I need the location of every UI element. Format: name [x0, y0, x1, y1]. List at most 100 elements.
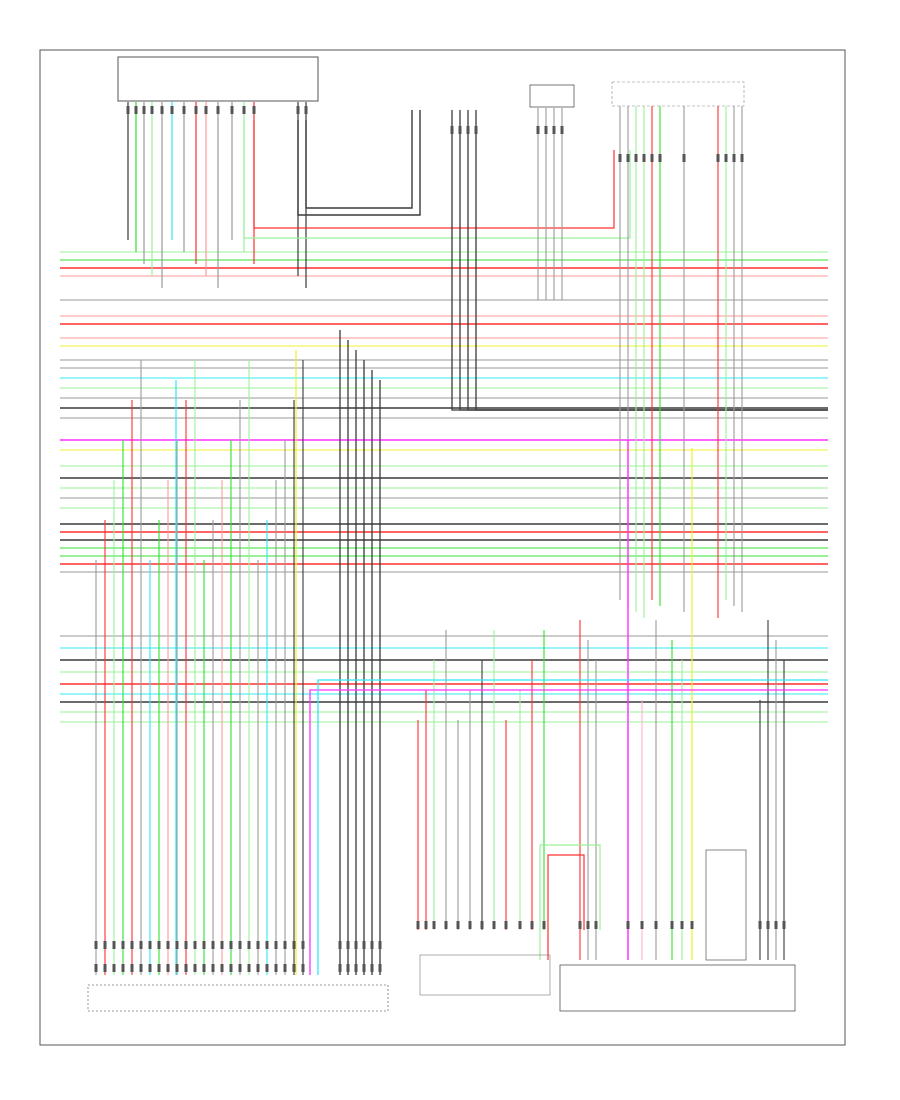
connector-pin	[594, 921, 598, 929]
connector-pin	[229, 941, 233, 949]
connector-pin	[362, 941, 366, 949]
connector-pin	[247, 941, 251, 949]
connector-pin	[160, 106, 164, 114]
connector-pin	[680, 921, 684, 929]
connector-pin	[304, 106, 308, 114]
connector-pin	[139, 941, 143, 949]
connector-pin	[150, 106, 154, 114]
connector-pin	[130, 941, 134, 949]
connector-pin	[518, 921, 522, 929]
top-left-unit	[117, 56, 319, 102]
connector-pin	[468, 921, 472, 929]
connector-pin	[184, 941, 188, 949]
connector-pin	[256, 941, 260, 949]
connector-pin	[301, 964, 305, 972]
connector-pin	[586, 921, 590, 929]
connector-pin	[458, 126, 462, 134]
connector-pin	[642, 154, 646, 162]
connector-pin	[640, 921, 644, 929]
connector-pin	[274, 964, 278, 972]
connector-pin	[126, 106, 130, 114]
bottom-center-unit	[419, 954, 551, 996]
top-small-box-2	[611, 81, 745, 107]
connector-pin	[480, 921, 484, 929]
connector-pin	[338, 941, 342, 949]
connector-pin	[292, 964, 296, 972]
top-small-box-1	[529, 84, 575, 108]
loop-wire	[253, 120, 615, 229]
connector-pin	[175, 941, 179, 949]
connector-pin	[238, 964, 242, 972]
connector-pin	[542, 921, 546, 929]
connector-pin	[274, 941, 278, 949]
connector-pin	[103, 964, 107, 972]
magenta-wire	[309, 689, 828, 975]
connector-pin	[301, 941, 305, 949]
pin-layer	[94, 106, 786, 972]
connector-pin	[265, 941, 269, 949]
loop-wire	[243, 120, 631, 239]
connector-pin	[265, 964, 269, 972]
connector-pin	[166, 941, 170, 949]
connector-pin	[283, 964, 287, 972]
connector-pin	[157, 941, 161, 949]
connector-pin	[182, 106, 186, 114]
connector-pin	[130, 964, 134, 972]
connector-pin	[444, 921, 448, 929]
connector-pin	[682, 154, 686, 162]
loop-wire	[547, 854, 585, 960]
diagram-frame	[39, 49, 846, 1046]
connector-pin	[170, 106, 174, 114]
connector-pin	[432, 921, 436, 929]
connector-pin	[193, 941, 197, 949]
connector-pin	[634, 154, 638, 162]
connector-pin	[338, 964, 342, 972]
connector-pin	[732, 154, 736, 162]
connector-pin	[202, 941, 206, 949]
connector-pin	[578, 921, 582, 929]
connector-pin	[544, 126, 548, 134]
connector-pin	[424, 921, 428, 929]
connector-pin	[536, 126, 540, 134]
connector-pin	[650, 154, 654, 162]
connector-pin	[552, 126, 556, 134]
connector-pin	[450, 126, 454, 134]
connector-pin	[724, 154, 728, 162]
riser-wire	[475, 110, 828, 411]
connector-pin	[670, 921, 674, 929]
relay-box	[705, 849, 747, 961]
connector-pin	[121, 941, 125, 949]
connector-pin	[184, 964, 188, 972]
loop-wire	[305, 110, 413, 209]
connector-pin	[211, 941, 215, 949]
connector-pin	[247, 964, 251, 972]
loop-wire	[297, 110, 421, 216]
loop-wire	[539, 844, 601, 960]
connector-pin	[142, 106, 146, 114]
connector-pin	[256, 964, 260, 972]
connector-pin	[230, 106, 234, 114]
connector-pin	[296, 106, 300, 114]
connector-pin	[618, 154, 622, 162]
connector-pin	[194, 106, 198, 114]
connector-pin	[121, 964, 125, 972]
connector-pin	[370, 964, 374, 972]
wire-layer	[60, 102, 828, 975]
connector-pin	[690, 921, 694, 929]
connector-pin	[354, 964, 358, 972]
connector-pin	[758, 921, 762, 929]
connector-pin	[202, 964, 206, 972]
connector-pin	[220, 941, 224, 949]
connector-pin	[716, 154, 720, 162]
connector-pin	[378, 964, 382, 972]
connector-pin	[474, 126, 478, 134]
connector-pin	[175, 964, 179, 972]
connector-pin	[220, 964, 224, 972]
connector-pin	[204, 106, 208, 114]
connector-pin	[782, 921, 786, 929]
connector-pin	[378, 941, 382, 949]
connector-pin	[492, 921, 496, 929]
connector-pin	[94, 964, 98, 972]
connector-pin	[94, 941, 98, 949]
